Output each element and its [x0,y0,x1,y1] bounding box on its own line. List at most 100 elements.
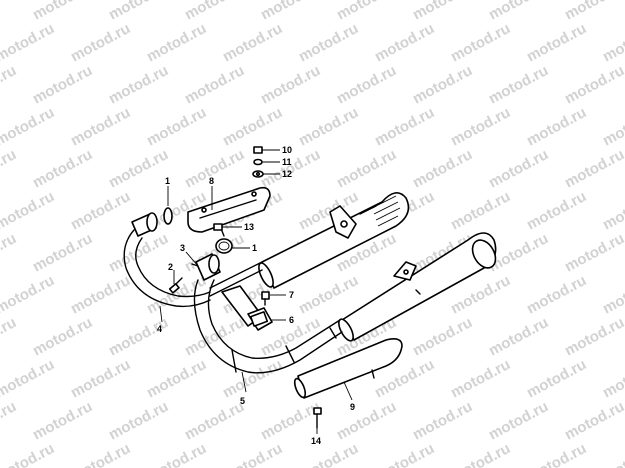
watermark-text: motod.ru [106,62,171,108]
watermark-text: motod.ru [334,62,399,108]
watermark-text: motod.ru [182,62,247,108]
bolt-14 [313,407,322,429]
watermark-text: motod.ru [220,440,285,468]
callout-3: 3 [180,243,185,253]
watermark-text: motod.ru [30,314,95,360]
watermark-text: motod.ru [0,314,19,360]
watermark-text: motod.ru [486,0,551,24]
watermark-text: motod.ru [410,146,475,192]
watermark-text: motod.ru [600,188,625,234]
watermark-text: motod.ru [600,440,625,468]
callout-labels: 1 1 2 3 4 5 6 7 8 9 10 11 12 13 14 [157,145,355,446]
watermark-text: motod.ru [68,188,133,234]
gasket-upper [163,207,173,225]
connector-tube [221,285,273,331]
watermark-text: motod.ru [0,440,57,468]
fastener-stack [252,146,264,178]
callout-2: 2 [168,262,173,272]
heat-shield-lower [293,338,403,399]
watermark-text: motod.ru [448,20,513,66]
watermark-text: motod.ru [144,20,209,66]
watermark-text: motod.ru [448,356,513,402]
watermark-text: motod.ru [30,146,95,192]
callout-11: 11 [282,157,292,167]
watermark-text: motod.ru [0,398,19,444]
watermark-text: motod.ru [68,104,133,150]
watermark-text: motod.ru [448,188,513,234]
bolt-13 [213,223,223,231]
watermark-text: motod.ru [0,104,57,150]
callout-13: 13 [244,222,254,232]
watermark-text: motod.ru [334,146,399,192]
callout-7: 7 [289,290,294,300]
watermark-text: motod.ru [144,356,209,402]
bolt-2 [168,277,183,294]
watermark-text: motod.ru [448,440,513,468]
callout-5: 5 [240,396,245,406]
muffler-upper [258,192,410,289]
watermark-text: motod.ru [68,356,133,402]
callout-12: 12 [282,169,292,179]
watermark-text: motod.ru [0,356,57,402]
watermark-text: motod.ru [258,0,323,24]
watermark-text: motod.ru [258,62,323,108]
watermark-text: motod.ru [410,314,475,360]
watermark-text: motod.ru [144,104,209,150]
watermark-text: motod.ru [486,314,551,360]
callout-1-lower: 1 [252,243,257,253]
watermark-text: motod.ru [524,440,589,468]
watermark-text: motod.ru [30,0,95,24]
watermark-text: motod.ru [30,230,95,276]
watermark-text: motod.ru [182,146,247,192]
watermark-text: motod.ru [524,20,589,66]
leader-lines [159,149,353,434]
watermark-text: motod.ru [372,104,437,150]
callout-9: 9 [350,402,355,412]
watermark-text: motod.ru [296,104,361,150]
watermark-text: motod.ru [562,62,625,108]
watermark-text: motod.ru [562,146,625,192]
watermark-text: motod.ru [68,272,133,318]
watermark-text: motod.ru [220,356,285,402]
watermark-text: motod.ru [0,230,19,276]
watermark-text: motod.ru [486,398,551,444]
watermark-text: motod.ru [600,356,625,402]
watermark-text: motod.ru [296,20,361,66]
watermark-text: motod.ru [562,0,625,24]
callout-4: 4 [157,324,162,334]
watermark-text: motod.ru [410,62,475,108]
watermark-text: motod.ru [0,188,57,234]
watermark-text: motod.ru [68,440,133,468]
watermark-text: motod.ru [182,0,247,24]
watermark-text: motod.ru [296,440,361,468]
watermark-text: motod.ru [524,356,589,402]
watermark-text: motod.ru [410,0,475,24]
watermark-text: motod.ru [372,20,437,66]
watermark-text: motod.ru [0,62,19,108]
watermark-text: motod.ru [600,104,625,150]
pipe-flange-3 [191,253,221,281]
watermark-text: motod.ru [106,0,171,24]
watermark-text: motod.ru [600,272,625,318]
watermark-text: motod.ru [410,398,475,444]
watermark-text: motod.ru [486,62,551,108]
watermark-text: motod.ru [106,146,171,192]
watermark-text: motod.ru [562,230,625,276]
watermark-text: motod.ru [0,146,19,192]
watermark-text: motod.ru [68,20,133,66]
watermark-text: motod.ru [144,440,209,468]
callout-10: 10 [282,145,292,155]
watermark-text: motod.ru [30,398,95,444]
watermark-text: motod.ru [0,20,57,66]
watermark-text: motod.ru [562,398,625,444]
watermark-text: motod.ru [30,62,95,108]
watermark-text: motod.ru [220,20,285,66]
watermark-text: motod.ru [106,398,171,444]
callout-8: 8 [209,176,214,186]
callout-6: 6 [289,315,294,325]
watermark-text: motod.ru [600,20,625,66]
watermark-text: motod.ru [372,440,437,468]
pipe-flange-4 [131,212,158,237]
